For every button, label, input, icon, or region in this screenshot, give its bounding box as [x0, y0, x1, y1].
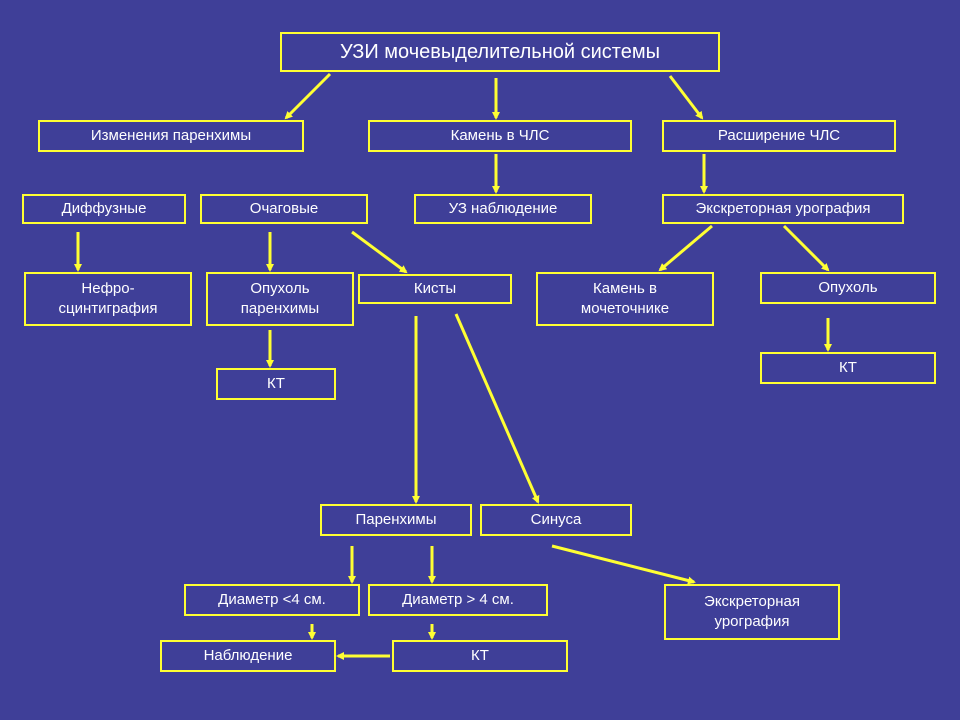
cyst-sinus-node: Синуса	[480, 504, 632, 536]
ct-node-3: КТ	[392, 640, 568, 672]
ct-node-2: КТ	[760, 352, 936, 384]
arrow-sinus-to-urography-2	[551, 544, 696, 585]
excretory-urography-node: Экскреторная урография	[662, 194, 904, 224]
root-node: УЗИ мочевыделительной системы	[280, 32, 720, 72]
arrow-focal-to-cysts	[351, 230, 408, 274]
diameter-lt4-node: Диаметр <4 см.	[184, 584, 360, 616]
excretory-urography-node-2: Экскреторная урография	[664, 584, 840, 640]
cysts-node: Кисты	[358, 274, 512, 304]
tumor-node: Опухоль	[760, 272, 936, 304]
cyst-parenchyma-node: Паренхимы	[320, 504, 472, 536]
ct-node-1: КТ	[216, 368, 336, 400]
arrow-urography-to-ureter-stone	[658, 224, 713, 272]
arrow-root-to-dilation-chls	[668, 75, 704, 120]
stone-chls-node: Камень в ЧЛС	[368, 120, 632, 152]
nephroscintigraphy-node: Нефро- сцинтиграфия	[24, 272, 192, 326]
parenchyma-changes-node: Изменения паренхимы	[38, 120, 304, 152]
diffuse-node: Диффузные	[22, 194, 186, 224]
dilation-chls-node: Расширение ЧЛС	[662, 120, 896, 152]
arrow-cysts-to-sinus	[454, 313, 540, 504]
focal-node: Очаговые	[200, 194, 368, 224]
ureter-stone-node: Камень в мочеточнике	[536, 272, 714, 326]
diameter-gt4-node: Диаметр > 4 см.	[368, 584, 548, 616]
us-observation-node: УЗ наблюдение	[414, 194, 592, 224]
observation-node: Наблюдение	[160, 640, 336, 672]
arrow-urography-to-tumor	[782, 224, 830, 272]
parenchyma-tumor-node: Опухоль паренхимы	[206, 272, 354, 326]
arrow-root-to-parenchyma-changes	[284, 72, 332, 120]
